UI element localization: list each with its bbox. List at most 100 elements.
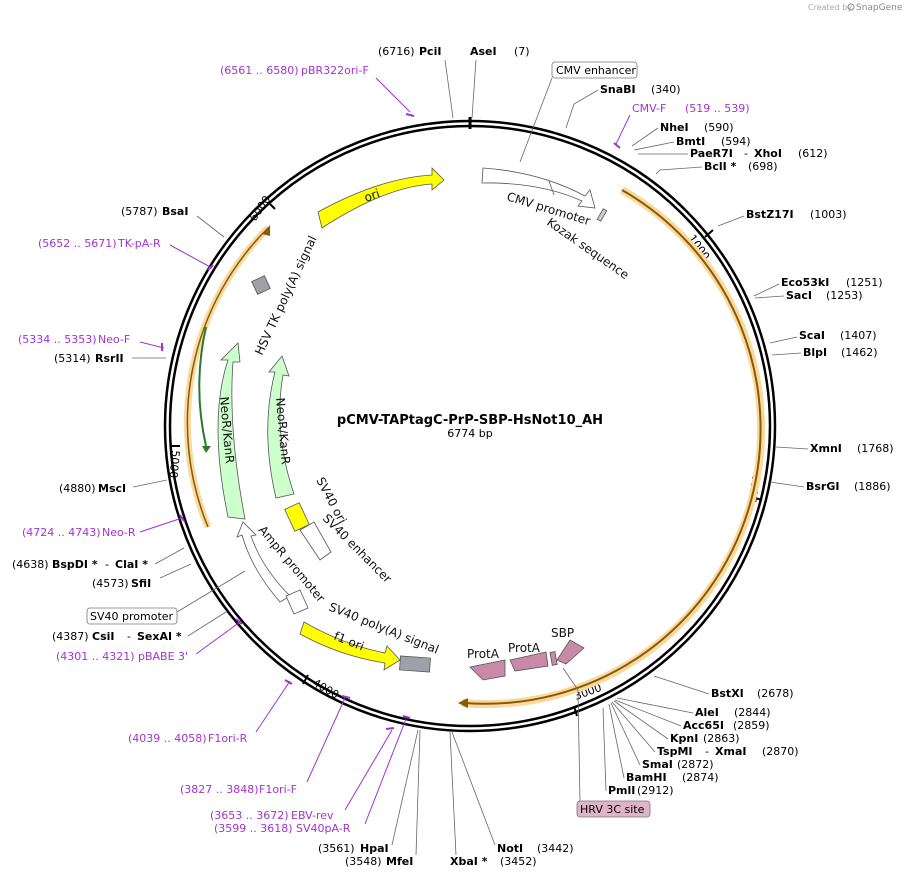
- sv40-enhancer-feature[interactable]: [299, 521, 332, 561]
- site-bamhi[interactable]: BamHI (2874): [608, 703, 719, 784]
- primer-neo-f[interactable]: (5334 .. 5353) Neo-F: [18, 333, 165, 351]
- site-sfii[interactable]: (4573) SfiI: [92, 563, 192, 590]
- primer-leader: [364, 718, 407, 825]
- neor-outer-feature[interactable]: [217, 342, 246, 520]
- primer-range: (4724 .. 4743): [22, 526, 101, 539]
- primer-range: (6561 .. 6580): [220, 64, 299, 77]
- site-leader: [616, 697, 694, 714]
- site-pmli[interactable]: PmlI (2912): [602, 707, 674, 797]
- site-pos: (2874): [682, 771, 719, 784]
- site-leader: [769, 481, 805, 488]
- primer-sv40pa-r[interactable]: (3599 .. 3618) SV40pA-R: [214, 715, 411, 835]
- site-smai[interactable]: SmaI (2872): [610, 702, 714, 771]
- hrv-site-feature[interactable]: [549, 651, 558, 666]
- site-name: PmlI: [608, 784, 635, 797]
- site-saci[interactable]: SacI (1253): [754, 289, 863, 302]
- site-name: SnaBI: [600, 83, 636, 96]
- site-bcli[interactable]: BclI * (698): [655, 160, 778, 175]
- cmv-promoter-feature[interactable]: [481, 167, 596, 209]
- site-asei[interactable]: AseI (7): [470, 45, 530, 119]
- site-name: SfiI: [131, 577, 151, 590]
- site-bsrgi[interactable]: BsrGI (1886): [769, 480, 891, 493]
- site-snabi[interactable]: SnaBI (340): [565, 83, 681, 129]
- primer-mark: [385, 727, 395, 730]
- primer-range: (5334 .. 5353): [18, 333, 97, 346]
- site-msci[interactable]: (4880) MscI: [59, 479, 168, 495]
- site-hpai[interactable]: (3561) HpaI: [318, 729, 419, 855]
- site-eco53ki[interactable]: Eco53kI (1251): [753, 276, 883, 297]
- site-name: Acc65I: [683, 719, 724, 732]
- site-pos: (1251): [846, 276, 883, 289]
- primer-tk-pa-r[interactable]: (5652 .. 5671) TK-pA-R: [38, 237, 214, 271]
- sbp-feature[interactable]: [556, 639, 585, 665]
- site-pos: (5787): [121, 205, 158, 218]
- primer-mark: [405, 113, 415, 117]
- site-bmti[interactable]: BmtI (594): [633, 135, 751, 151]
- site-acc65i[interactable]: Acc65I (2859): [614, 699, 770, 732]
- site-leader: [471, 59, 477, 119]
- primer-f1ori-f[interactable]: (3827 .. 3848) F1ori-F: [180, 695, 351, 796]
- site-scai[interactable]: ScaI (1407): [769, 329, 877, 344]
- f1-ori-feature[interactable]: [299, 621, 401, 671]
- primer-name: SV40pA-R: [296, 822, 351, 835]
- site-name: HpaI: [360, 842, 389, 855]
- site-nhei[interactable]: NheI (590): [631, 121, 734, 147]
- hrv-site-box[interactable]: [576, 800, 651, 818]
- sv40-promoter-box[interactable]: [86, 607, 178, 625]
- primer-mark: [284, 679, 293, 685]
- site-blpi[interactable]: BlpI (1462): [771, 346, 878, 359]
- neor-inner-feature[interactable]: [267, 355, 295, 499]
- site-pcii[interactable]: (6716) PciI: [378, 45, 454, 119]
- site-name: TspMI: [657, 745, 693, 758]
- site-name: BmtI: [676, 135, 705, 148]
- site-noti[interactable]: NotI (3442): [451, 731, 574, 855]
- site-sep: -: [705, 745, 709, 758]
- ori-feature[interactable]: [317, 167, 445, 229]
- site-csii-sexai[interactable]: (4387) CsiI - SexAI *: [52, 611, 227, 643]
- site-bstz17i[interactable]: BstZ17I (1003): [717, 208, 847, 227]
- primer-cmv-f[interactable]: CMV-F (519 .. 539): [613, 102, 750, 149]
- cmv-enhancer-box[interactable]: [551, 61, 638, 79]
- site-bsai[interactable]: (5787) BsaI: [121, 205, 225, 238]
- site-name: PciI: [419, 45, 441, 58]
- primer-pbabe-3[interactable]: (4301 .. 4321) pBABE 3': [56, 618, 243, 663]
- ampr-promoter-body[interactable]: [236, 521, 291, 603]
- primer-leader: [139, 517, 183, 533]
- primer-ebv-rev[interactable]: (3653 .. 3672) EBV-rev: [210, 727, 395, 822]
- site-xmni[interactable]: XmnI (1768): [775, 442, 894, 455]
- primer-neo-r[interactable]: (4724 .. 4743) Neo-R: [22, 514, 185, 539]
- primer-range: (519 .. 539): [685, 102, 750, 115]
- site-kpni[interactable]: KpnI (2863): [613, 700, 740, 745]
- watermark-created-by: Created by: [808, 3, 852, 12]
- sv40-polya-feature[interactable]: [399, 655, 431, 673]
- site-tspmi-xmai[interactable]: TspMI - XmaI (2870): [611, 701, 799, 758]
- sv40-ori-feature[interactable]: [284, 502, 310, 532]
- site-sep: -: [105, 558, 109, 571]
- site-pos: (590): [704, 121, 734, 134]
- hsv-tk-feature[interactable]: [251, 275, 271, 295]
- site-pos: (2870): [762, 745, 799, 758]
- site-name: BsaI: [162, 205, 188, 218]
- primer-f1ori-r[interactable]: (4039 .. 4058) F1ori-R: [128, 679, 293, 745]
- site-bstxi[interactable]: BstXI (2678): [653, 675, 794, 700]
- cmv-enhancer-label: CMV enhancer: [556, 64, 636, 77]
- prota-1-label: ProtA: [467, 647, 500, 661]
- watermark-brand: SnapGene: [856, 3, 903, 13]
- site-xbai[interactable]: XbaI * (3452): [449, 731, 537, 868]
- sv40-enhancer-label: SV40 enhancer: [320, 511, 395, 586]
- ampr-promoter-box[interactable]: [285, 589, 309, 615]
- site-pos: (2844): [734, 706, 771, 719]
- prota-1-feature[interactable]: [469, 659, 506, 681]
- site-bspdi-clai[interactable]: (4638) BspDI * - ClaI *: [12, 547, 185, 571]
- prota-2-feature[interactable]: [509, 651, 549, 672]
- hrv-site-leader-2: [562, 667, 579, 691]
- site-pos: (1462): [841, 346, 878, 359]
- site-pos: (2872): [677, 758, 714, 771]
- site-rsrii[interactable]: (5314) RsrII: [54, 352, 166, 365]
- site-alei[interactable]: AleI (2844): [616, 697, 771, 719]
- primer-leader: [255, 680, 291, 733]
- site-paer7i-xhoi[interactable]: PaeR7I - XhoI (612): [638, 147, 828, 160]
- kozak-feature[interactable]: [596, 208, 608, 222]
- site-mfei[interactable]: (3548) MfeI: [345, 729, 421, 868]
- primer-pbr322ori-f[interactable]: (6561 .. 6580) pBR322ori-F: [220, 64, 415, 117]
